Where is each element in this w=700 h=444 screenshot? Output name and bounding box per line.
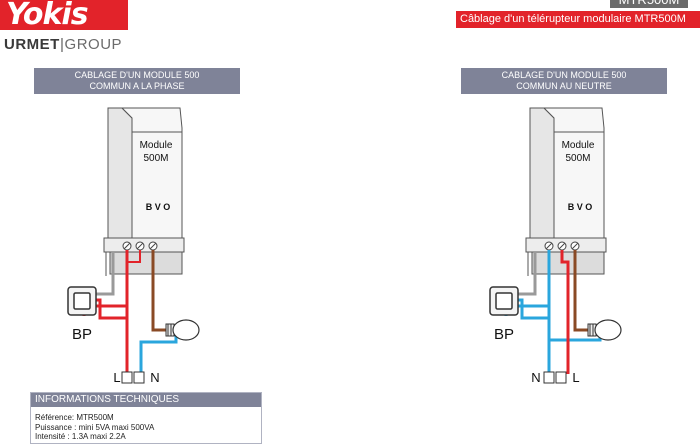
supply-left-label-left: L: [113, 370, 120, 385]
supply-right-label-left: N: [150, 370, 159, 385]
technical-info-power: Puissance : mini 5VA maxi 500VA: [35, 422, 155, 432]
module-500m-right: [525, 107, 607, 276]
technical-info-reference: Référence: MTR500M: [35, 413, 114, 422]
page-subtitle: Câblage d'un télérupteur modulaire MTR50…: [456, 11, 700, 28]
technical-info-current: Intensité : 1.3A maxi 2.2A: [35, 432, 126, 441]
module-terminals-right: B V O: [568, 202, 593, 212]
technical-info-heading: INFORMATIONS TECHNIQUES: [31, 393, 261, 407]
brand-box: Yokis: [0, 0, 128, 32]
module-label-line1-right: Module: [562, 140, 595, 151]
company-suffix: GROUP: [64, 36, 123, 53]
push-button-right: [489, 286, 519, 316]
product-ref-tab: MTR500M: [610, 0, 688, 8]
panel-right-title: CABLAGE D'UN MODULE 500 COMMUN AU NEUTRE: [461, 68, 667, 94]
wire-blue-right-b: [518, 298, 551, 374]
wire-blue-left: [139, 334, 178, 374]
technical-info-box: INFORMATIONS TECHNIQUES Référence: MTR50…: [30, 392, 262, 444]
supply-right-label-right: L: [572, 370, 579, 385]
company-main: URMET: [4, 36, 60, 53]
panel-right-title-line2: COMMUN AU NEUTRE: [516, 81, 612, 91]
panel-right-title-line1: CABLAGE D'UN MODULE 500: [501, 70, 627, 80]
push-button-label-right: BP: [494, 326, 514, 343]
diagram-phase-common: Module 500M B V O BP L N: [67, 107, 200, 385]
push-button-label-left: BP: [72, 326, 92, 343]
panel-left-title: CABLAGE D'UN MODULE 500 COMMUN A LA PHAS…: [34, 68, 240, 94]
module-500m-left: [103, 107, 185, 276]
yokis-logo: Yokis URMET|GROUP: [0, 0, 160, 55]
wire-gray-left: [96, 252, 115, 296]
wire-red-right: [560, 250, 570, 374]
panel-left-title-line1: CABLAGE D'UN MODULE 500: [74, 70, 200, 80]
company-name: URMET|GROUP: [4, 36, 122, 53]
wire-gray-right: [518, 252, 537, 296]
company-separator: |: [59, 36, 65, 53]
wire-brown-right: [573, 250, 590, 332]
diagram-neutral-common: Module 500M B V O BP N L: [489, 107, 622, 385]
module-label-line2-right: 500M: [565, 153, 590, 164]
wire-brown-left: [151, 250, 168, 332]
brand-name: Yokis: [6, 0, 89, 32]
lamp-left: [165, 319, 200, 341]
wire-red-left-b: [96, 298, 129, 374]
lamp-right: [587, 319, 622, 341]
technical-info-body: Référence: MTR500M Puissance : mini 5VA …: [31, 407, 261, 442]
panel-left-title-line2: COMMUN A LA PHASE: [89, 81, 185, 91]
supply-terminal-left: [121, 371, 145, 384]
supply-left-label-right: N: [531, 370, 540, 385]
supply-terminal-right: [543, 371, 567, 384]
push-button-left: [67, 286, 97, 316]
wire-red-left-d: [127, 250, 141, 263]
module-label-line2-left: 500M: [143, 153, 168, 164]
module-terminals-left: B V O: [146, 202, 171, 212]
module-label-line1-left: Module: [140, 140, 173, 151]
